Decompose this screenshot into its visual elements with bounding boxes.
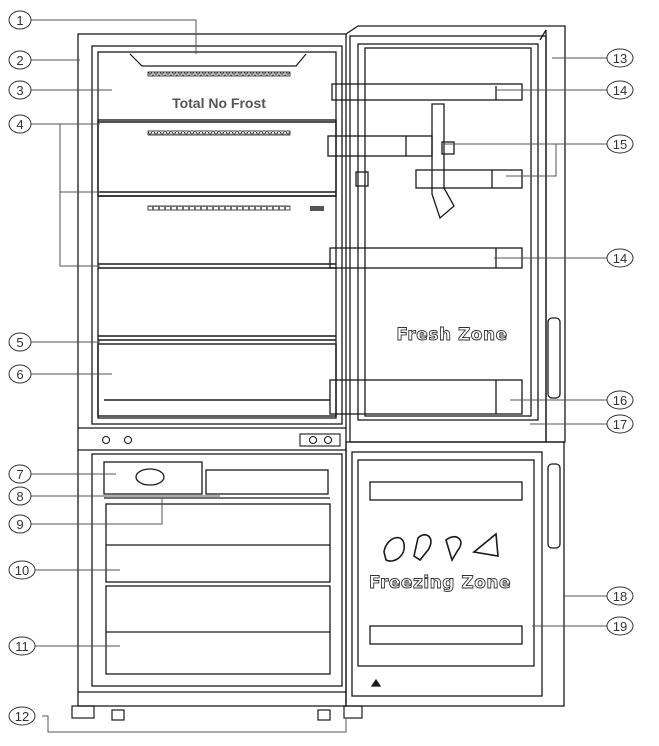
callout-number: 3 <box>16 83 23 98</box>
total-no-frost-label: Total No Frost <box>172 95 266 111</box>
callout-number: 1 <box>16 13 23 28</box>
callout-number: 4 <box>16 117 23 132</box>
callout-number: 11 <box>15 639 29 654</box>
callout-number: 14 <box>613 251 627 266</box>
shelves <box>97 119 337 417</box>
callout-number: 13 <box>613 51 627 66</box>
callout-6: 6 <box>8 364 32 384</box>
callout-number: 19 <box>613 619 627 634</box>
air-ducts <box>129 53 324 211</box>
callout-number: 18 <box>613 589 627 604</box>
callout-11: 11 <box>8 636 36 656</box>
food-icons <box>383 532 499 562</box>
callout-number: 8 <box>16 489 23 504</box>
steak-icon <box>383 536 405 562</box>
feet <box>71 705 363 721</box>
callout-9: 9 <box>8 514 32 534</box>
callout-number: 6 <box>16 367 23 382</box>
cheese-icon <box>472 532 499 557</box>
freezer-door <box>345 441 565 707</box>
callout-12: 12 <box>8 706 36 726</box>
callout-number: 15 <box>613 137 627 152</box>
callout-number: 2 <box>16 53 23 68</box>
freezer-drawers <box>103 461 331 675</box>
callout-15: 15 <box>606 134 634 154</box>
fresh-zone-label: Fresh Zone <box>396 325 507 345</box>
callout-19: 19 <box>606 616 634 636</box>
callout-1: 1 <box>8 10 32 30</box>
callout-3: 3 <box>8 80 32 100</box>
callout-number: 17 <box>613 417 627 432</box>
callout-18: 18 <box>606 586 634 606</box>
callout-14-lower: 14 <box>606 248 634 268</box>
callout-leaders <box>30 19 608 733</box>
freezing-zone-label: Freezing Zone <box>369 573 511 593</box>
callout-number: 16 <box>613 393 627 408</box>
callout-5: 5 <box>8 332 32 352</box>
callout-13: 13 <box>606 48 634 68</box>
callout-7: 7 <box>8 464 32 484</box>
door-bins <box>327 83 523 415</box>
callout-10: 10 <box>8 560 36 580</box>
callout-16: 16 <box>606 390 634 410</box>
callout-number: 14 <box>613 83 627 98</box>
callout-4: 4 <box>8 114 32 134</box>
callout-number: 10 <box>15 563 29 578</box>
callout-number: 5 <box>16 335 23 350</box>
callout-number: 9 <box>16 517 23 532</box>
callout-number: 7 <box>16 467 23 482</box>
callout-17: 17 <box>606 414 634 434</box>
chicken-icon <box>413 534 432 562</box>
control-strip <box>101 433 341 447</box>
callout-2: 2 <box>8 50 32 70</box>
callout-8: 8 <box>8 486 32 506</box>
callout-14-upper: 14 <box>606 80 634 100</box>
callout-number: 12 <box>15 709 29 724</box>
fish-icon <box>445 535 462 562</box>
callout-markers: 1 2 3 4 5 6 7 8 9 10 11 12 13 14 15 14 1… <box>8 10 634 726</box>
